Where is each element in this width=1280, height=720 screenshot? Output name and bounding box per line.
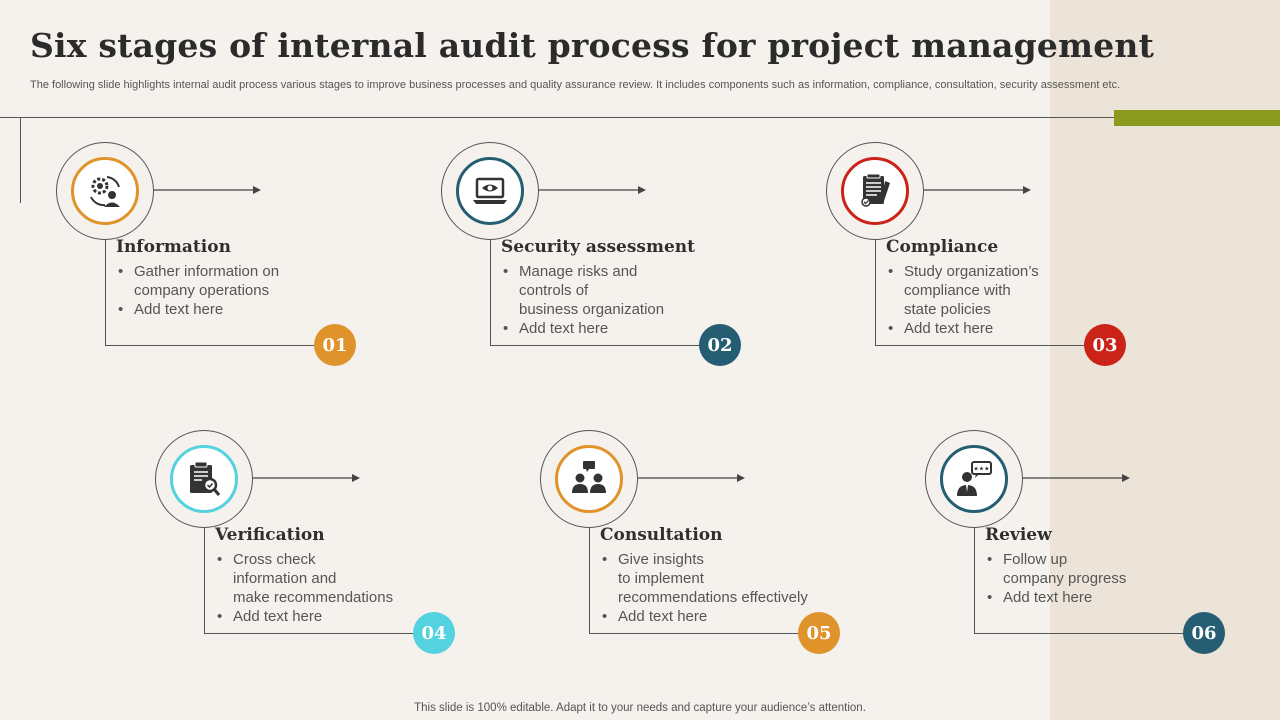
arrow-right-icon [1023,474,1130,482]
stage-bullet-list: Manage risks and controls of business or… [501,262,664,338]
connector-horizontal [204,633,414,634]
stage-bullet-list: Give insights to implement recommendatio… [600,550,808,626]
stage-title: Compliance [886,237,999,257]
stage-number-badge: 02 [699,324,741,366]
stage-bullet: Give insights to implement recommendatio… [600,550,808,607]
stage-bullet: Add text here [215,607,393,626]
connector-horizontal [105,345,315,346]
stage-icon-circle [841,157,909,225]
slide-footer: This slide is 100% editable. Adapt it to… [414,702,866,714]
connector-vertical [589,528,590,633]
stage-icon-circle [170,445,238,513]
stage-bullet: Gather information on company operations [116,262,279,300]
stage-title: Consultation [600,525,723,545]
stage-bullet: Study organization’s compliance with sta… [886,262,1039,319]
stage-compliance: 03 ComplianceStudy organization’s complia… [826,142,1146,372]
person-rating-icon: ★★★ [954,459,994,499]
connector-vertical [974,528,975,633]
laptop-eye-icon [470,171,510,211]
stage-icon-circle [71,157,139,225]
connector-horizontal [875,345,1085,346]
stage-bullet: Add text here [985,588,1126,607]
stage-number-badge: 06 [1183,612,1225,654]
stage-bullet-list: Study organization’s compliance with sta… [886,262,1039,338]
connector-vertical [490,240,491,345]
stage-consultation: 05ConsultationGive insights to implement… [540,430,860,660]
slide-title: Six stages of internal audit process for… [30,26,1155,65]
stage-outer-ring [826,142,924,240]
arrow-right-icon [253,474,360,482]
accent-bar [1114,110,1280,126]
stage-title: Information [116,237,231,257]
stage-outer-ring [155,430,253,528]
stage-bullet-list: Cross check information and make recomme… [215,550,393,626]
connector-horizontal [589,633,799,634]
stage-bullet-list: Follow up company progressAdd text here [985,550,1126,607]
stage-title: Review [985,525,1052,545]
stage-bullet: Cross check information and make recomme… [215,550,393,607]
stage-review: ★★★ 06 ReviewFollow up company progressAdd… [925,430,1245,660]
stage-bullet: Add text here [600,607,808,626]
arrow-right-icon [154,186,261,194]
stage-icon-circle: ★★★ [940,445,1008,513]
connector-vertical [875,240,876,345]
arrow-right-icon [539,186,646,194]
stage-number-badge: 03 [1084,324,1126,366]
stage-verification: 04 VerificationCross check information an… [155,430,475,660]
stage-outer-ring [540,430,638,528]
stage-outer-ring [925,430,1023,528]
stage-outer-ring [441,142,539,240]
connector-vertical [105,240,106,345]
stage-bullet-list: Gather information on company operations… [116,262,279,319]
connector-horizontal [974,633,1184,634]
document-seal-icon [855,171,895,211]
header-vertical-rule [20,117,21,203]
stage-bullet: Add text here [116,300,279,319]
clipboard-search-icon [184,459,224,499]
arrow-right-icon [638,474,745,482]
stage-bullet: Add text here [886,319,1039,338]
two-people-chat-icon [569,459,609,499]
header-divider [0,117,1114,118]
stage-bullet: Add text here [501,319,664,338]
svg-text:★★★: ★★★ [973,466,989,473]
connector-horizontal [490,345,700,346]
slide-subtitle: The following slide highlights internal … [30,79,1121,91]
arrow-right-icon [924,186,1031,194]
stage-number-badge: 04 [413,612,455,654]
gears-user-icon [85,171,125,211]
stage-icon-circle [555,445,623,513]
stage-title: Verification [215,525,325,545]
stage-bullet: Follow up company progress [985,550,1126,588]
stage-number-badge: 01 [314,324,356,366]
stage-title: Security assessment [501,237,695,257]
stage-outer-ring [56,142,154,240]
stage-icon-circle [456,157,524,225]
stage-bullet: Manage risks and controls of business or… [501,262,664,319]
stage-information: 01 InformationGather information on compa… [56,142,376,372]
stage-security-assessment: 02 Security assessmentManage risks and co… [441,142,761,372]
connector-vertical [204,528,205,633]
